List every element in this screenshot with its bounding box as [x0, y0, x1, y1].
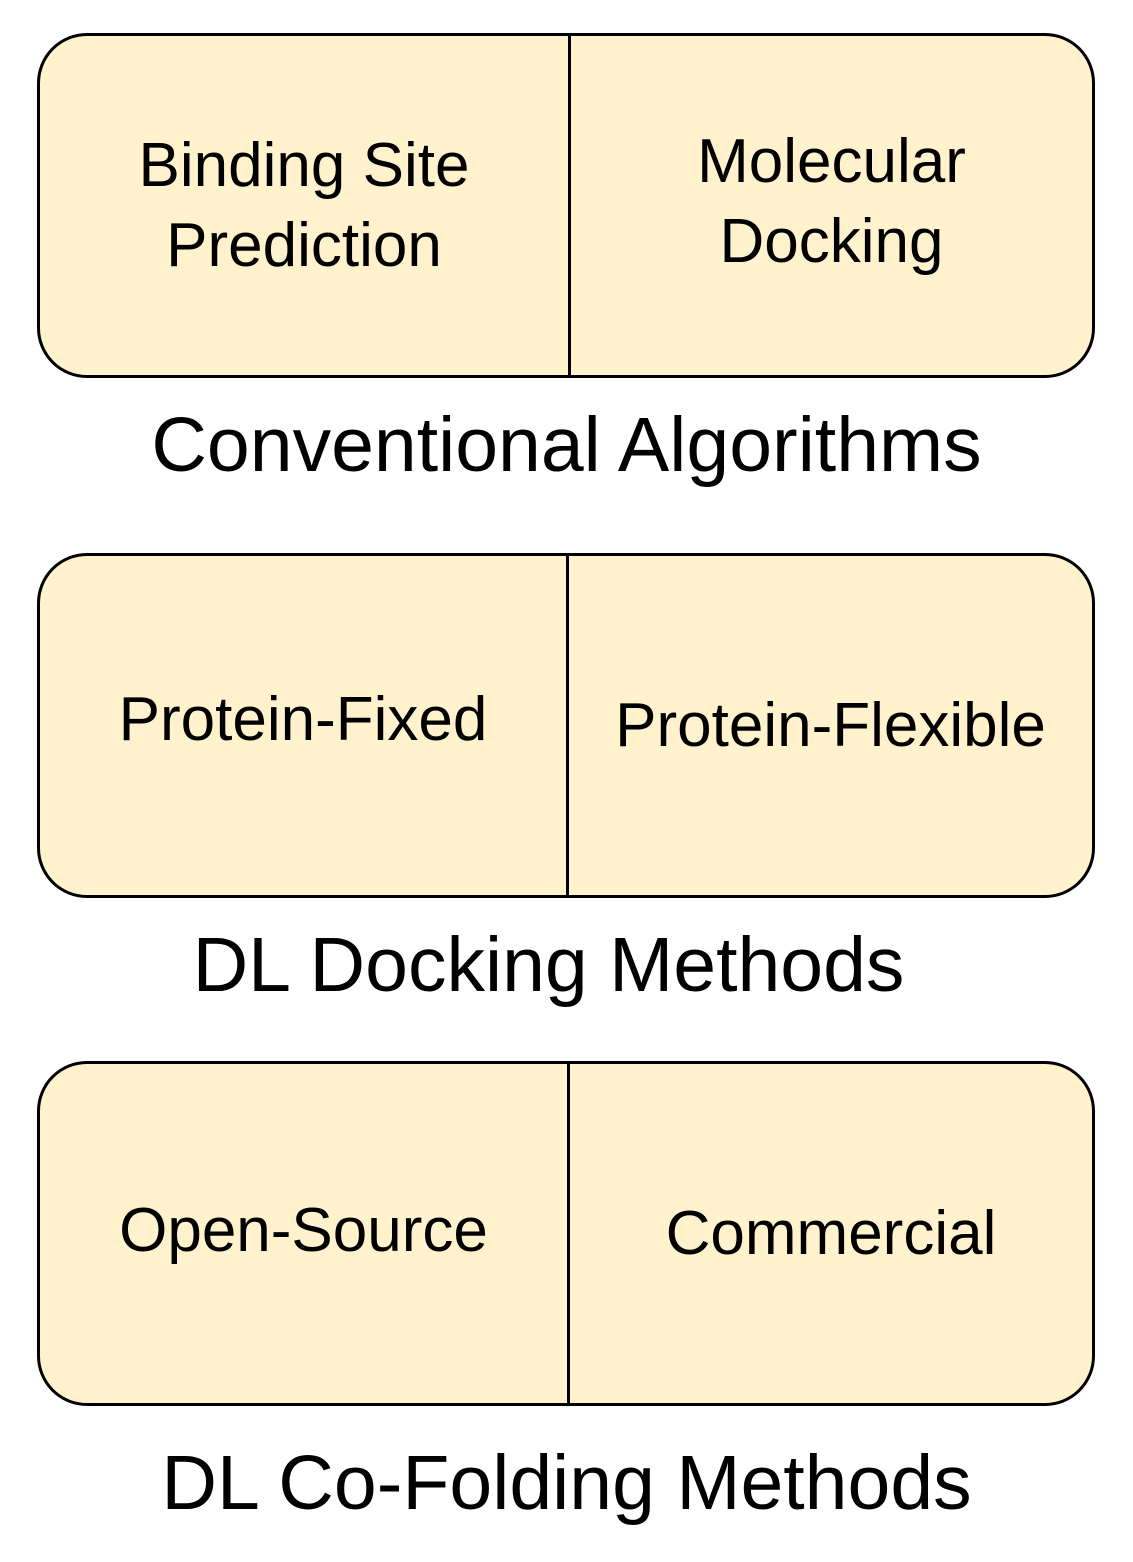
- conventional-algorithms-box: Binding Site Prediction Molecular Dockin…: [37, 33, 1095, 378]
- dl-co-folding-methods-caption: DL Co-Folding Methods: [161, 1440, 972, 1526]
- protein-fixed-cell: Protein-Fixed: [118, 684, 488, 754]
- protein-flexible-cell: Protein-Flexible: [615, 690, 1046, 760]
- box-divider: [567, 1064, 570, 1403]
- box-divider: [568, 36, 571, 375]
- dl-docking-methods-box: Protein-Fixed Protein-Flexible: [37, 553, 1095, 898]
- dl-docking-methods-caption: DL Docking Methods: [192, 922, 905, 1008]
- commercial-cell: Commercial: [665, 1198, 997, 1268]
- binding-site-prediction-cell: Binding Site Prediction: [138, 130, 470, 280]
- box-divider: [566, 556, 569, 895]
- conventional-algorithms-caption: Conventional Algorithms: [151, 402, 982, 488]
- molecular-docking-cell: Molecular Docking: [697, 126, 966, 276]
- open-source-cell: Open-Source: [119, 1195, 488, 1265]
- dl-co-folding-methods-box: Open-Source Commercial: [37, 1061, 1095, 1406]
